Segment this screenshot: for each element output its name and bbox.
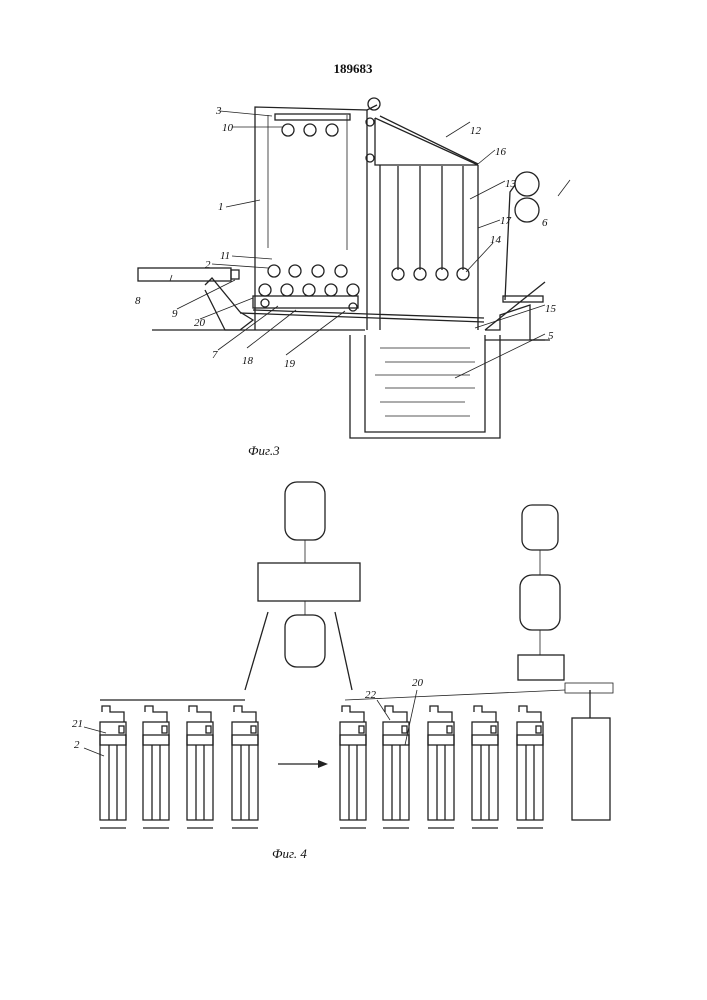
gearbox <box>258 563 360 601</box>
label-2-fig4: 2 <box>74 739 80 751</box>
column-end <box>572 718 610 820</box>
label-21: 21 <box>72 718 83 730</box>
label-22: 22 <box>365 689 377 701</box>
cylinder-8 <box>138 268 231 281</box>
beam-3 <box>275 114 350 120</box>
label-9: 9 <box>172 308 178 320</box>
label-19: 19 <box>284 358 296 370</box>
label-12: 12 <box>470 125 482 137</box>
label-5: 5 <box>548 330 554 342</box>
label-16: 16 <box>495 146 507 158</box>
patent-number: 189683 <box>334 61 374 76</box>
label-2: 2 <box>205 259 211 271</box>
figure-3: 3 10 1 11 2 8 9 20 7 18 19 12 16 13 17 6… <box>135 98 570 458</box>
columns-2 <box>100 706 543 828</box>
figure-4-caption: Фиг. 4 <box>272 846 307 861</box>
label-17: 17 <box>500 215 512 227</box>
figure-4: 21 2 22 20 Фиг. 4 <box>72 482 613 861</box>
label-10: 10 <box>222 122 234 134</box>
label-6: 6 <box>542 217 548 229</box>
roll-6 <box>515 172 539 196</box>
arrow-icon <box>318 760 328 768</box>
label-20: 20 <box>194 317 206 329</box>
rods-13 <box>392 166 469 280</box>
frame-12 <box>375 118 478 165</box>
tank-5 <box>350 335 500 438</box>
label-15: 15 <box>545 303 557 315</box>
motor-upper <box>285 482 325 540</box>
motor-lower <box>285 615 325 667</box>
label-1: 1 <box>218 201 224 213</box>
label-8: 8 <box>135 295 141 307</box>
label-14: 14 <box>490 234 502 246</box>
label-20-fig4: 20 <box>412 677 424 689</box>
label-3: 3 <box>215 105 222 117</box>
label-11: 11 <box>220 250 230 262</box>
figure-3-caption: Фиг.3 <box>248 443 280 458</box>
label-13: 13 <box>505 178 517 190</box>
label-7: 7 <box>212 349 218 361</box>
label-18: 18 <box>242 355 254 367</box>
